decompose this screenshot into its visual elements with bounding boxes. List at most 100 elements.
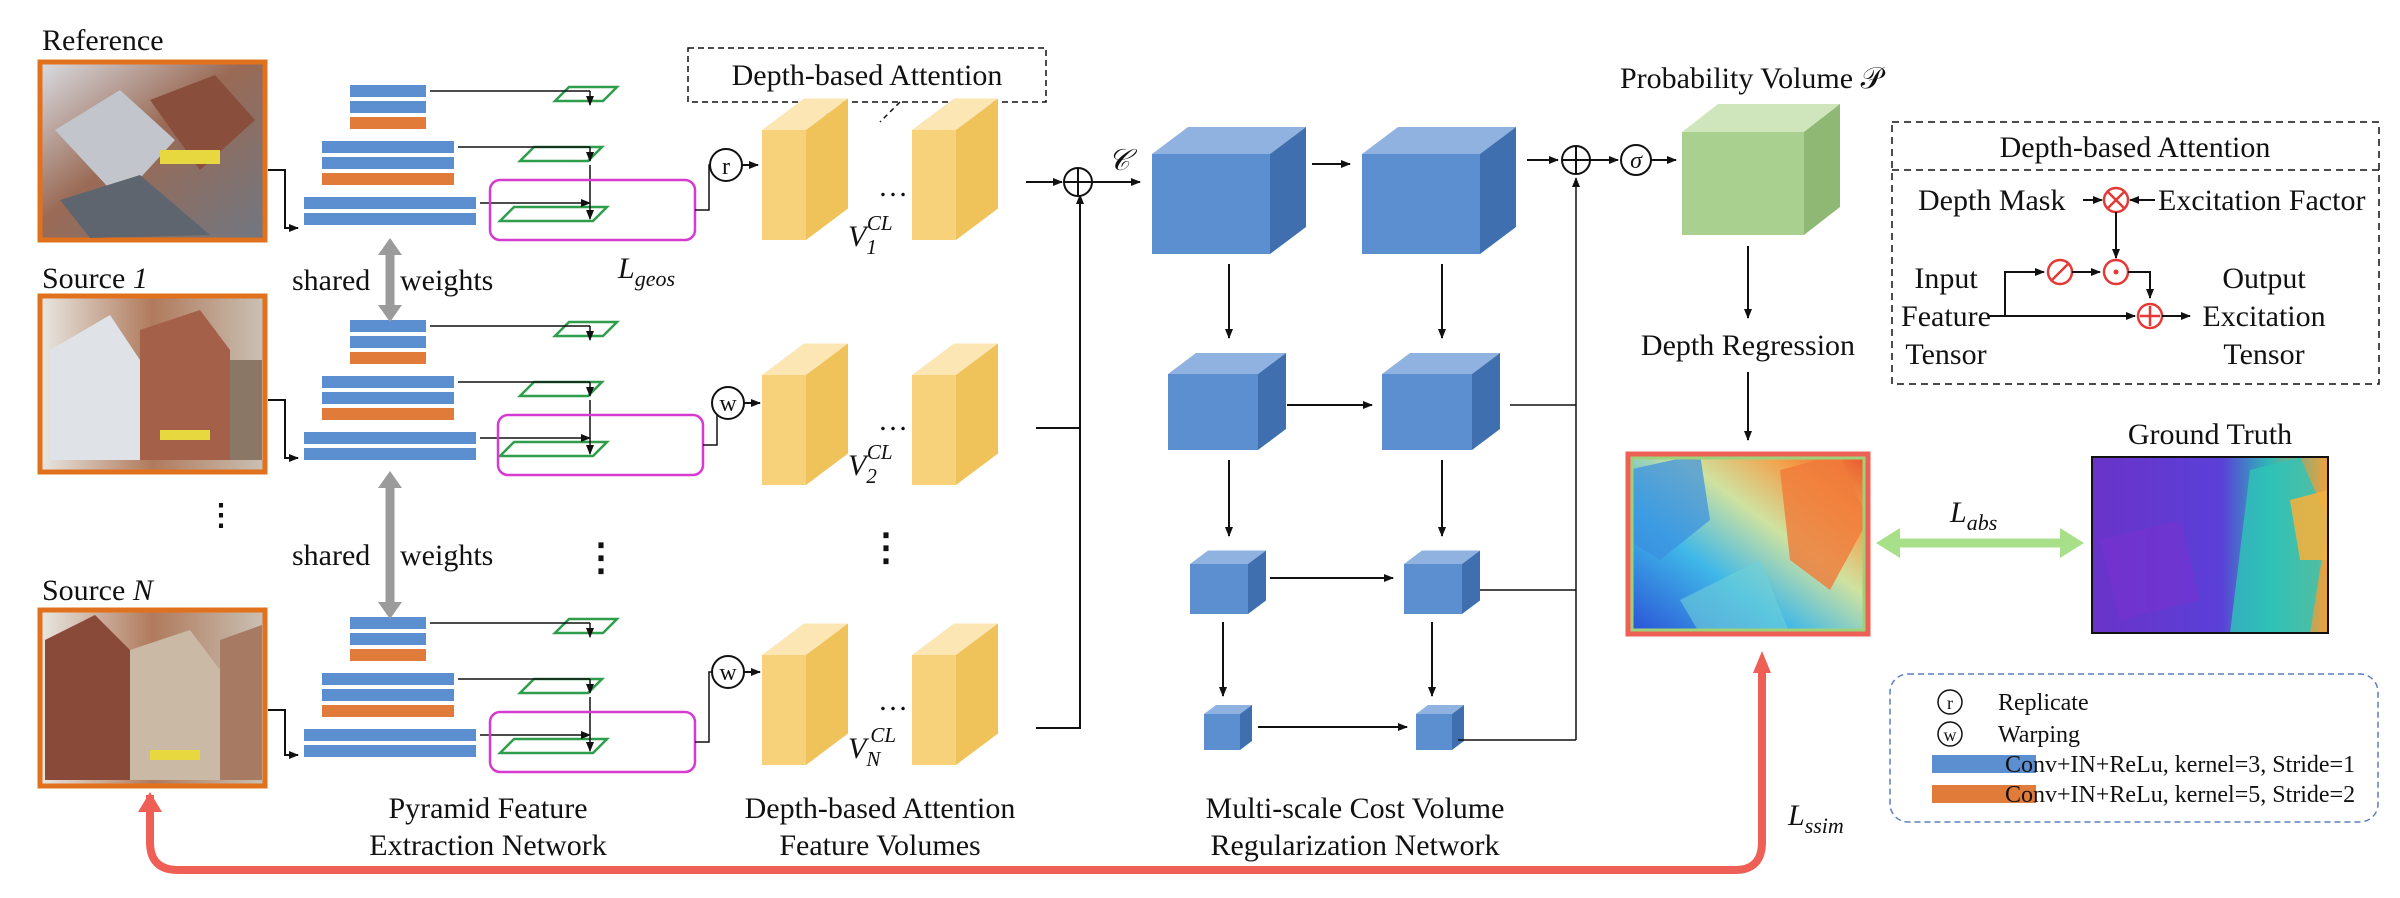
pyramid-layer-blue xyxy=(322,673,454,685)
loss-ssim-arrowhead-left xyxy=(138,792,162,812)
cost-volume-cube-top xyxy=(1152,127,1306,154)
legend-conv3: Conv+IN+ReLu, kernel=3, Stride=1 xyxy=(1932,752,2355,778)
attention-volume-top xyxy=(912,623,998,655)
attention-volume-front xyxy=(762,655,806,765)
predicted-depth-map xyxy=(1625,451,1871,637)
depth-attention-callout: Depth-based Attention xyxy=(687,47,1047,123)
regularization-title-1: Multi-scale Cost Volume xyxy=(1206,792,1505,825)
cost-volume-cube-front xyxy=(1152,154,1270,254)
cost-volume-cube-side xyxy=(1240,705,1252,750)
depth-regression-label: Depth Regression xyxy=(1641,329,1855,362)
cost-volume-cube-side xyxy=(1472,353,1500,450)
cost-volume-cube-front xyxy=(1190,564,1248,614)
shared-weights-arrowhead xyxy=(378,602,402,619)
warp-plane xyxy=(496,737,611,755)
weights-label-1: weights xyxy=(400,264,493,297)
legend-replicate-label: Replicate xyxy=(1998,690,2089,716)
sum-op-2 xyxy=(1561,145,1591,175)
cost-volume-cube-front xyxy=(1168,374,1258,450)
cost-volume-cube-side xyxy=(1480,127,1516,254)
warping-op-n: w xyxy=(711,655,745,689)
warp-plane xyxy=(551,320,621,338)
cost-volume-cube-side xyxy=(1452,705,1464,750)
dots-row1: … xyxy=(878,170,908,203)
src1-to-pyramid-arrow xyxy=(268,399,299,462)
replicate-op-symbol: r xyxy=(722,154,730,180)
feature-volumes-src1 xyxy=(762,343,998,485)
pyramid-layer-blue xyxy=(350,633,426,645)
ground-truth-label: Ground Truth xyxy=(2128,418,2292,451)
attention-volume-front xyxy=(912,655,956,765)
source-n-label: Source N xyxy=(42,574,155,607)
pyramid-layer-orange xyxy=(350,117,426,129)
pyramid-layer-blue xyxy=(322,141,454,153)
warping-op-n-symbol: w xyxy=(719,660,737,686)
cost-volume-cube-top xyxy=(1404,550,1480,564)
input-to-divide xyxy=(2004,268,2045,316)
cost-volume-symbol: 𝒞 xyxy=(1108,144,1138,177)
excitation-factor-label: Excitation Factor xyxy=(2158,184,2365,217)
output-tensor-label-2: Excitation xyxy=(2202,300,2325,333)
feature-net-title-2: Extraction Network xyxy=(369,829,606,862)
shared-weights-arrowhead xyxy=(378,238,402,255)
cost-volume-cube-front xyxy=(1382,374,1472,450)
legend-warping-label: Warping xyxy=(1998,722,2080,748)
probability-volume-label: Probability Volume 𝒫 xyxy=(1620,62,1886,95)
cost-volume-cube-side xyxy=(1462,550,1480,614)
warp-plane xyxy=(551,617,621,635)
cost-volume-cube-side xyxy=(1248,550,1266,614)
attention-volume-front xyxy=(762,130,806,240)
source-1-label: Source 1 xyxy=(42,262,148,295)
feature-net-title-1: Pyramid Feature xyxy=(388,792,587,825)
geometric-loss-box xyxy=(488,178,697,242)
pyramid-ellipsis: ⋮ xyxy=(582,537,620,579)
reference-image xyxy=(37,59,268,243)
pyramid-source-n xyxy=(304,617,722,774)
ground-truth-map xyxy=(2091,456,2329,634)
pyramid-reference xyxy=(304,85,722,242)
pyramid-layer-blue xyxy=(350,85,426,97)
cost-volume-cube-side xyxy=(1258,353,1286,450)
shared-label-2: shared xyxy=(292,539,370,572)
legend-replicate-symbol: r xyxy=(1947,693,1953,713)
depth-mask-label: Depth Mask xyxy=(1918,184,2065,217)
feature-volumes-srcn xyxy=(762,623,998,765)
shared-weights-arrowhead xyxy=(378,471,402,488)
cost-volume-cube-front xyxy=(1204,714,1240,750)
attention-volume-side xyxy=(956,343,998,485)
pyramid-layer-orange xyxy=(322,408,454,420)
cost-volume-cube-top xyxy=(1382,353,1500,374)
attention-box-title: Depth-based Attention xyxy=(2000,131,2271,164)
attention-volume-top xyxy=(762,98,848,130)
weights-label-2: weights xyxy=(400,539,493,572)
legend-conv5: Conv+IN+ReLu, kernel=5, Stride=2 xyxy=(1932,782,2355,808)
output-tensor-label-1: Output xyxy=(2222,262,2306,295)
attention-volume-side xyxy=(806,343,848,485)
attention-volume-side xyxy=(806,98,848,240)
cost-volume-cube-top xyxy=(1204,705,1252,714)
warping-op-1: w xyxy=(711,386,745,420)
volume-label-n: VNCL xyxy=(848,723,896,771)
sum-op-1 xyxy=(1063,167,1093,197)
regularization-network xyxy=(1152,127,1580,750)
attention-volume-side xyxy=(956,98,998,240)
attention-volume-front xyxy=(762,375,806,485)
pyramid-layer-orange xyxy=(322,173,454,185)
volume-ellipsis: ⋮ xyxy=(867,527,905,569)
legend-warping: w Warping xyxy=(1937,721,2080,748)
attention-volume-side xyxy=(956,623,998,765)
loss-geos-label: Lgeos xyxy=(617,252,675,291)
loss-ssim-label: Lssim xyxy=(1787,799,1844,838)
cost-volume-cube-front xyxy=(1416,714,1452,750)
vol2-to-sum xyxy=(1036,194,1084,429)
input-tensor-label-3: Tensor xyxy=(1905,338,1986,371)
multiply-op xyxy=(2102,186,2130,214)
probability-volume-cube xyxy=(1682,104,1840,235)
volume-label-1: V1CL xyxy=(848,211,893,259)
attention-detail-box xyxy=(1891,121,2380,385)
pyramid-layer-orange xyxy=(350,352,426,364)
cost-volume-cube-front xyxy=(1362,154,1480,254)
loss-abs-arrowhead-left xyxy=(1876,528,1900,558)
pyramid-layer-blue xyxy=(350,101,426,113)
attention-volume-front xyxy=(912,375,956,485)
